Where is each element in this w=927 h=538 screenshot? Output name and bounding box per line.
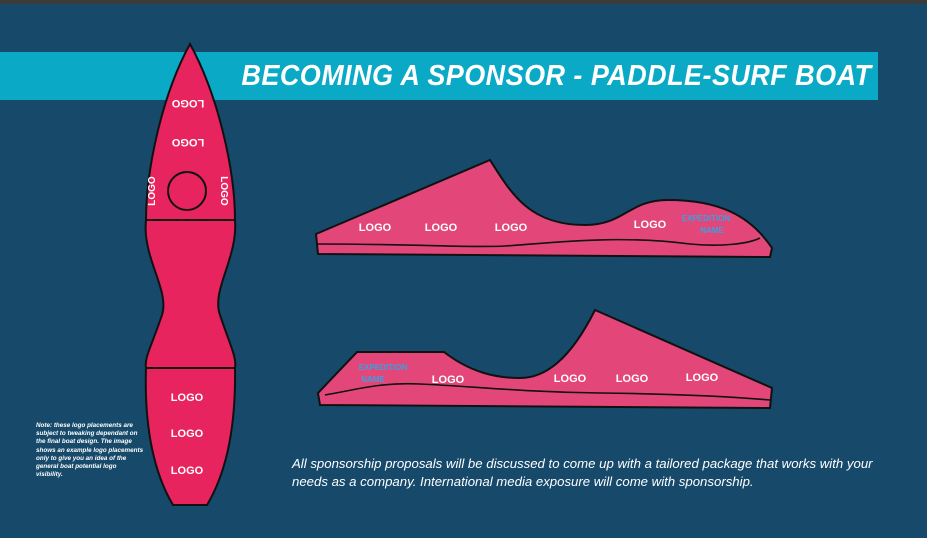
side-logo-left: LOGO — [147, 176, 158, 206]
top-border — [0, 0, 927, 4]
boat-mid-section — [144, 219, 237, 369]
title-bar — [0, 52, 878, 100]
side2-logo-2: LOGO — [554, 373, 587, 385]
side1-logo-1: LOGO — [359, 222, 392, 234]
placement-note: Note: these logo placements are subject … — [36, 422, 144, 479]
hull-line-1 — [315, 237, 761, 248]
side2-logo-3: LOGO — [616, 373, 649, 385]
side1-expedition-line1: EXPEDITION — [682, 214, 731, 223]
bow-logo-2: LOGO — [171, 136, 204, 148]
stern-logo-3: LOGO — [171, 465, 204, 477]
boat-side-view-2: EXPEDITION NAME LOGO LOGO LOGO LOGO — [316, 308, 774, 410]
boat-stern-section — [144, 367, 237, 506]
side2-logo-4: LOGO — [686, 372, 719, 384]
bow-logo-1: LOGO — [171, 97, 204, 109]
hull-side-1 — [314, 158, 774, 259]
side1-logo-3: LOGO — [495, 222, 528, 234]
side1-logo-2: LOGO — [425, 222, 458, 234]
stern-logo-1: LOGO — [171, 392, 204, 404]
boat-side-view-1: LOGO LOGO LOGO LOGO EXPEDITION NAME — [314, 158, 774, 259]
cockpit-hatch — [167, 171, 207, 211]
side2-expedition-line2: NAME — [361, 375, 385, 384]
sponsorship-statement: All sponsorship proposals will be discus… — [292, 456, 873, 489]
side2-logo-1: LOGO — [432, 374, 465, 386]
side-logo-right: LOGO — [218, 176, 229, 206]
side2-expedition-line1: EXPEDITION — [359, 363, 408, 372]
side1-logo-4: LOGO — [634, 219, 667, 231]
hull-side-2 — [316, 308, 774, 410]
side1-expedition-line2: NAME — [700, 226, 724, 235]
stern-logo-2: LOGO — [171, 428, 204, 440]
hull-line-2 — [324, 382, 771, 401]
page-title: BECOMING A SPONSOR - PADDLE-SURF BOAT — [240, 60, 871, 92]
boat-top-view: LOGO LOGO LOGO LOGO LOGO LOGO LOGO — [144, 41, 237, 506]
